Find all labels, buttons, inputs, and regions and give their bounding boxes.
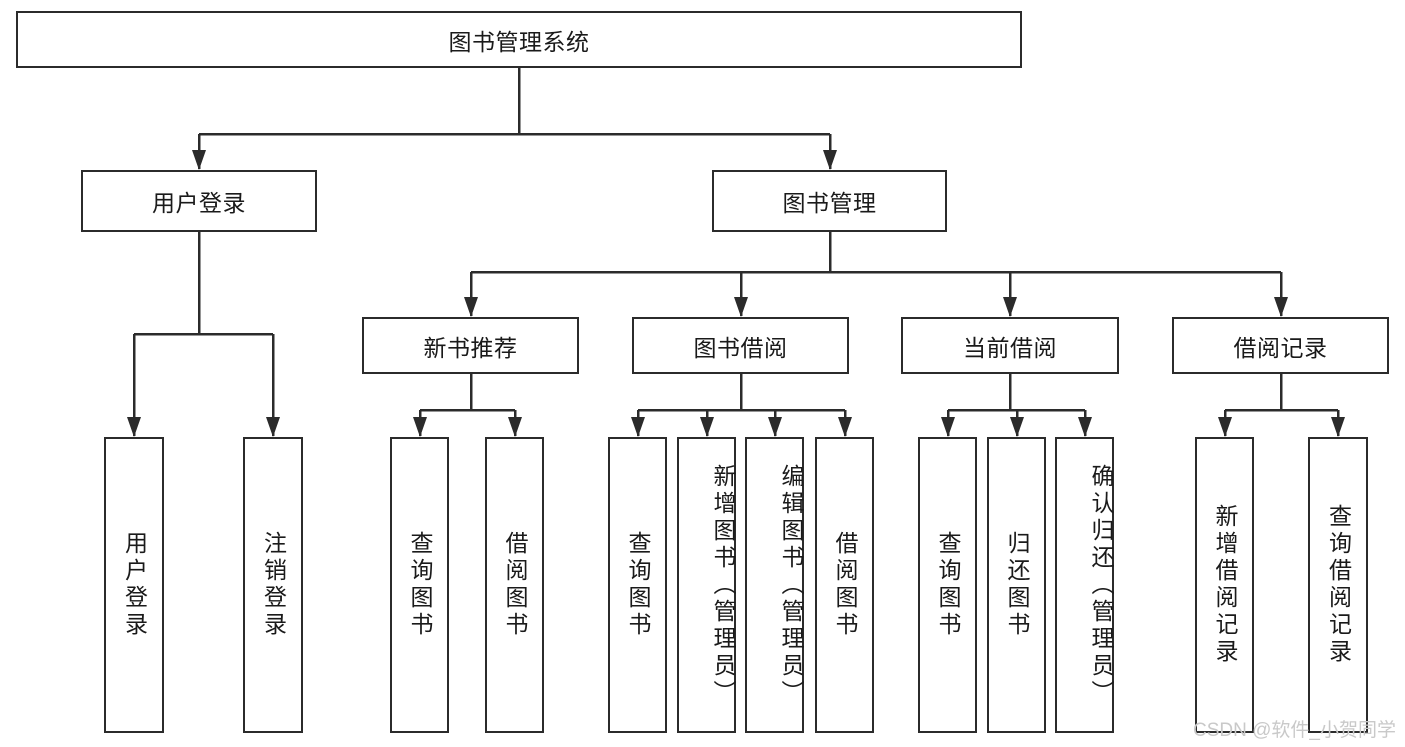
arrowhead-icon <box>941 417 955 437</box>
node-label: 查询图书 <box>935 531 961 639</box>
node-label: 图书管理 <box>782 190 877 216</box>
node-label: 当前借阅 <box>963 334 1057 361</box>
node-label: 图书借阅 <box>693 334 788 361</box>
node-label: 新增图书（管理员） <box>710 463 736 707</box>
node-leaf-query-record[interactable]: 查询借阅记录 <box>1308 437 1368 733</box>
node-leaf-logout[interactable]: 注销登录 <box>243 437 303 733</box>
node-leaf-add-book[interactable]: 新增图书（管理员） <box>677 437 736 733</box>
node-label: 确认归还（管理员） <box>1088 463 1114 707</box>
node-label: 借阅记录 <box>1233 334 1328 361</box>
node-label: 新书推荐 <box>423 334 518 361</box>
node-leaf-query-book-rec[interactable]: 查询图书 <box>390 437 449 733</box>
node-leaf-add-record[interactable]: 新增借阅记录 <box>1195 437 1254 733</box>
arrowhead-icon <box>1331 417 1345 437</box>
watermark: CSDN @软件_小贺同学 <box>1193 720 1396 741</box>
arrowhead-icon <box>1218 417 1232 437</box>
arrowhead-icon <box>768 417 782 437</box>
node-leaf-query-book-c[interactable]: 查询图书 <box>918 437 977 733</box>
arrowhead-icon <box>1274 297 1288 317</box>
node-book-borrow[interactable]: 图书借阅 <box>632 317 849 374</box>
node-label: 借阅图书 <box>832 531 858 639</box>
arrowhead-icon <box>192 150 206 170</box>
node-label: 查询借阅记录 <box>1325 504 1352 666</box>
arrowhead-icon <box>823 150 837 170</box>
node-leaf-edit-book[interactable]: 编辑图书（管理员） <box>745 437 804 733</box>
node-label: 查询图书 <box>625 531 651 639</box>
node-label: 归还图书 <box>1004 531 1030 639</box>
node-label: 用户登录 <box>152 190 246 216</box>
node-current-borrow[interactable]: 当前借阅 <box>901 317 1119 374</box>
arrowhead-icon <box>700 417 714 437</box>
node-leaf-user-login[interactable]: 用户登录 <box>104 437 164 733</box>
arrowhead-icon <box>1003 297 1017 317</box>
node-root[interactable]: 图书管理系统 <box>16 11 1022 68</box>
arrowhead-icon <box>266 417 280 437</box>
arrowhead-icon <box>464 297 478 317</box>
node-leaf-query-book-b[interactable]: 查询图书 <box>608 437 667 733</box>
node-label: 图书管理系统 <box>448 28 590 55</box>
node-user-login[interactable]: 用户登录 <box>81 170 317 232</box>
arrowhead-icon <box>1010 417 1024 437</box>
node-label: 编辑图书（管理员） <box>778 463 804 707</box>
node-label: 借阅图书 <box>502 531 528 639</box>
node-book-manage[interactable]: 图书管理 <box>712 170 947 232</box>
node-label: 查询图书 <box>407 531 433 639</box>
node-leaf-return-book[interactable]: 归还图书 <box>987 437 1046 733</box>
arrowhead-icon <box>127 417 141 437</box>
arrowhead-icon <box>838 417 852 437</box>
node-new-book-rec[interactable]: 新书推荐 <box>362 317 579 374</box>
node-label: 注销登录 <box>260 531 287 639</box>
arrowhead-icon <box>508 417 522 437</box>
arrowhead-icon <box>631 417 645 437</box>
node-leaf-borrow-book-b[interactable]: 借阅图书 <box>815 437 874 733</box>
node-leaf-confirm-return[interactable]: 确认归还（管理员） <box>1055 437 1114 733</box>
node-label: 用户登录 <box>121 531 148 639</box>
arrowhead-icon <box>734 297 748 317</box>
node-leaf-borrow-book-rec[interactable]: 借阅图书 <box>485 437 544 733</box>
node-label: 新增借阅记录 <box>1212 504 1238 666</box>
arrowhead-icon <box>1078 417 1092 437</box>
node-borrow-record[interactable]: 借阅记录 <box>1172 317 1389 374</box>
arrowhead-icon <box>413 417 427 437</box>
